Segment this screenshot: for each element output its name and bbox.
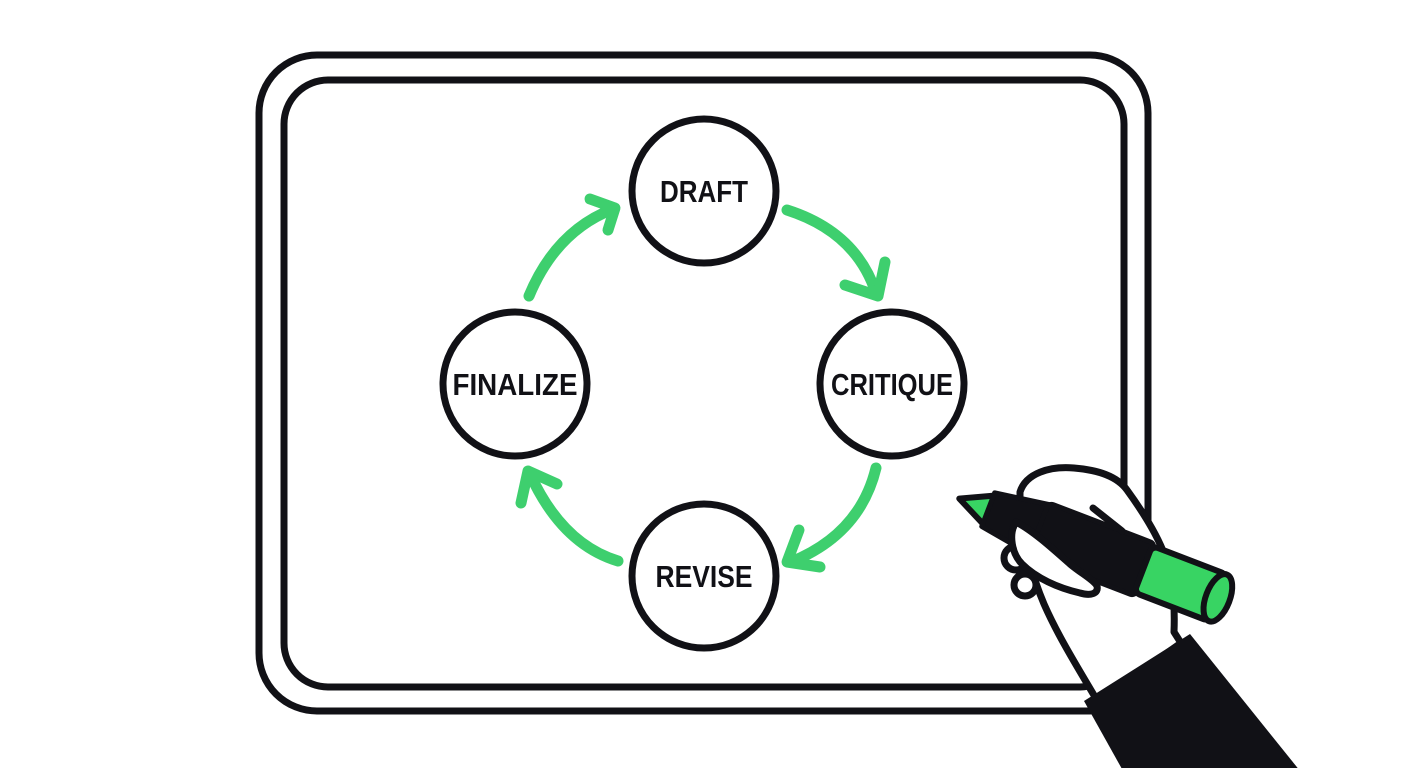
whiteboard-frame <box>255 51 1152 715</box>
node-draft-circle <box>628 115 780 267</box>
finger-crease <box>1089 504 1126 535</box>
hand-holding-marker <box>956 464 1298 768</box>
thumb <box>1008 518 1101 598</box>
node-draft-label: DRAFT <box>660 174 748 209</box>
node-finalize-label: FINALIZE <box>453 367 578 402</box>
node-finalize-circle <box>439 308 591 460</box>
arrow-draft-to-critique-icon <box>781 204 891 302</box>
curled-finger-icon <box>1010 570 1040 600</box>
sleeve-cuff <box>1084 634 1298 768</box>
node-critique-circle <box>816 308 968 460</box>
arrow-revise-to-finalize-icon <box>515 465 624 567</box>
whiteboard-inner-border <box>280 76 1128 691</box>
arrow-critique-to-revise-icon <box>781 462 882 573</box>
node-finalize: FINALIZE <box>439 308 591 460</box>
node-critique-label: CRITIQUE <box>831 367 953 402</box>
marker-cap-end <box>1200 571 1236 625</box>
node-draft: DRAFT <box>628 115 780 267</box>
node-revise: REVISE <box>628 500 780 652</box>
node-revise-label: REVISE <box>656 559 753 594</box>
cycle-arrows <box>515 193 891 573</box>
node-critique: CRITIQUE <box>816 308 968 460</box>
arrow-finalize-to-draft-icon <box>523 193 621 302</box>
node-revise-circle <box>628 500 780 652</box>
cycle-nodes: DRAFT CRITIQUE REVISE FINALIZE <box>439 115 968 652</box>
